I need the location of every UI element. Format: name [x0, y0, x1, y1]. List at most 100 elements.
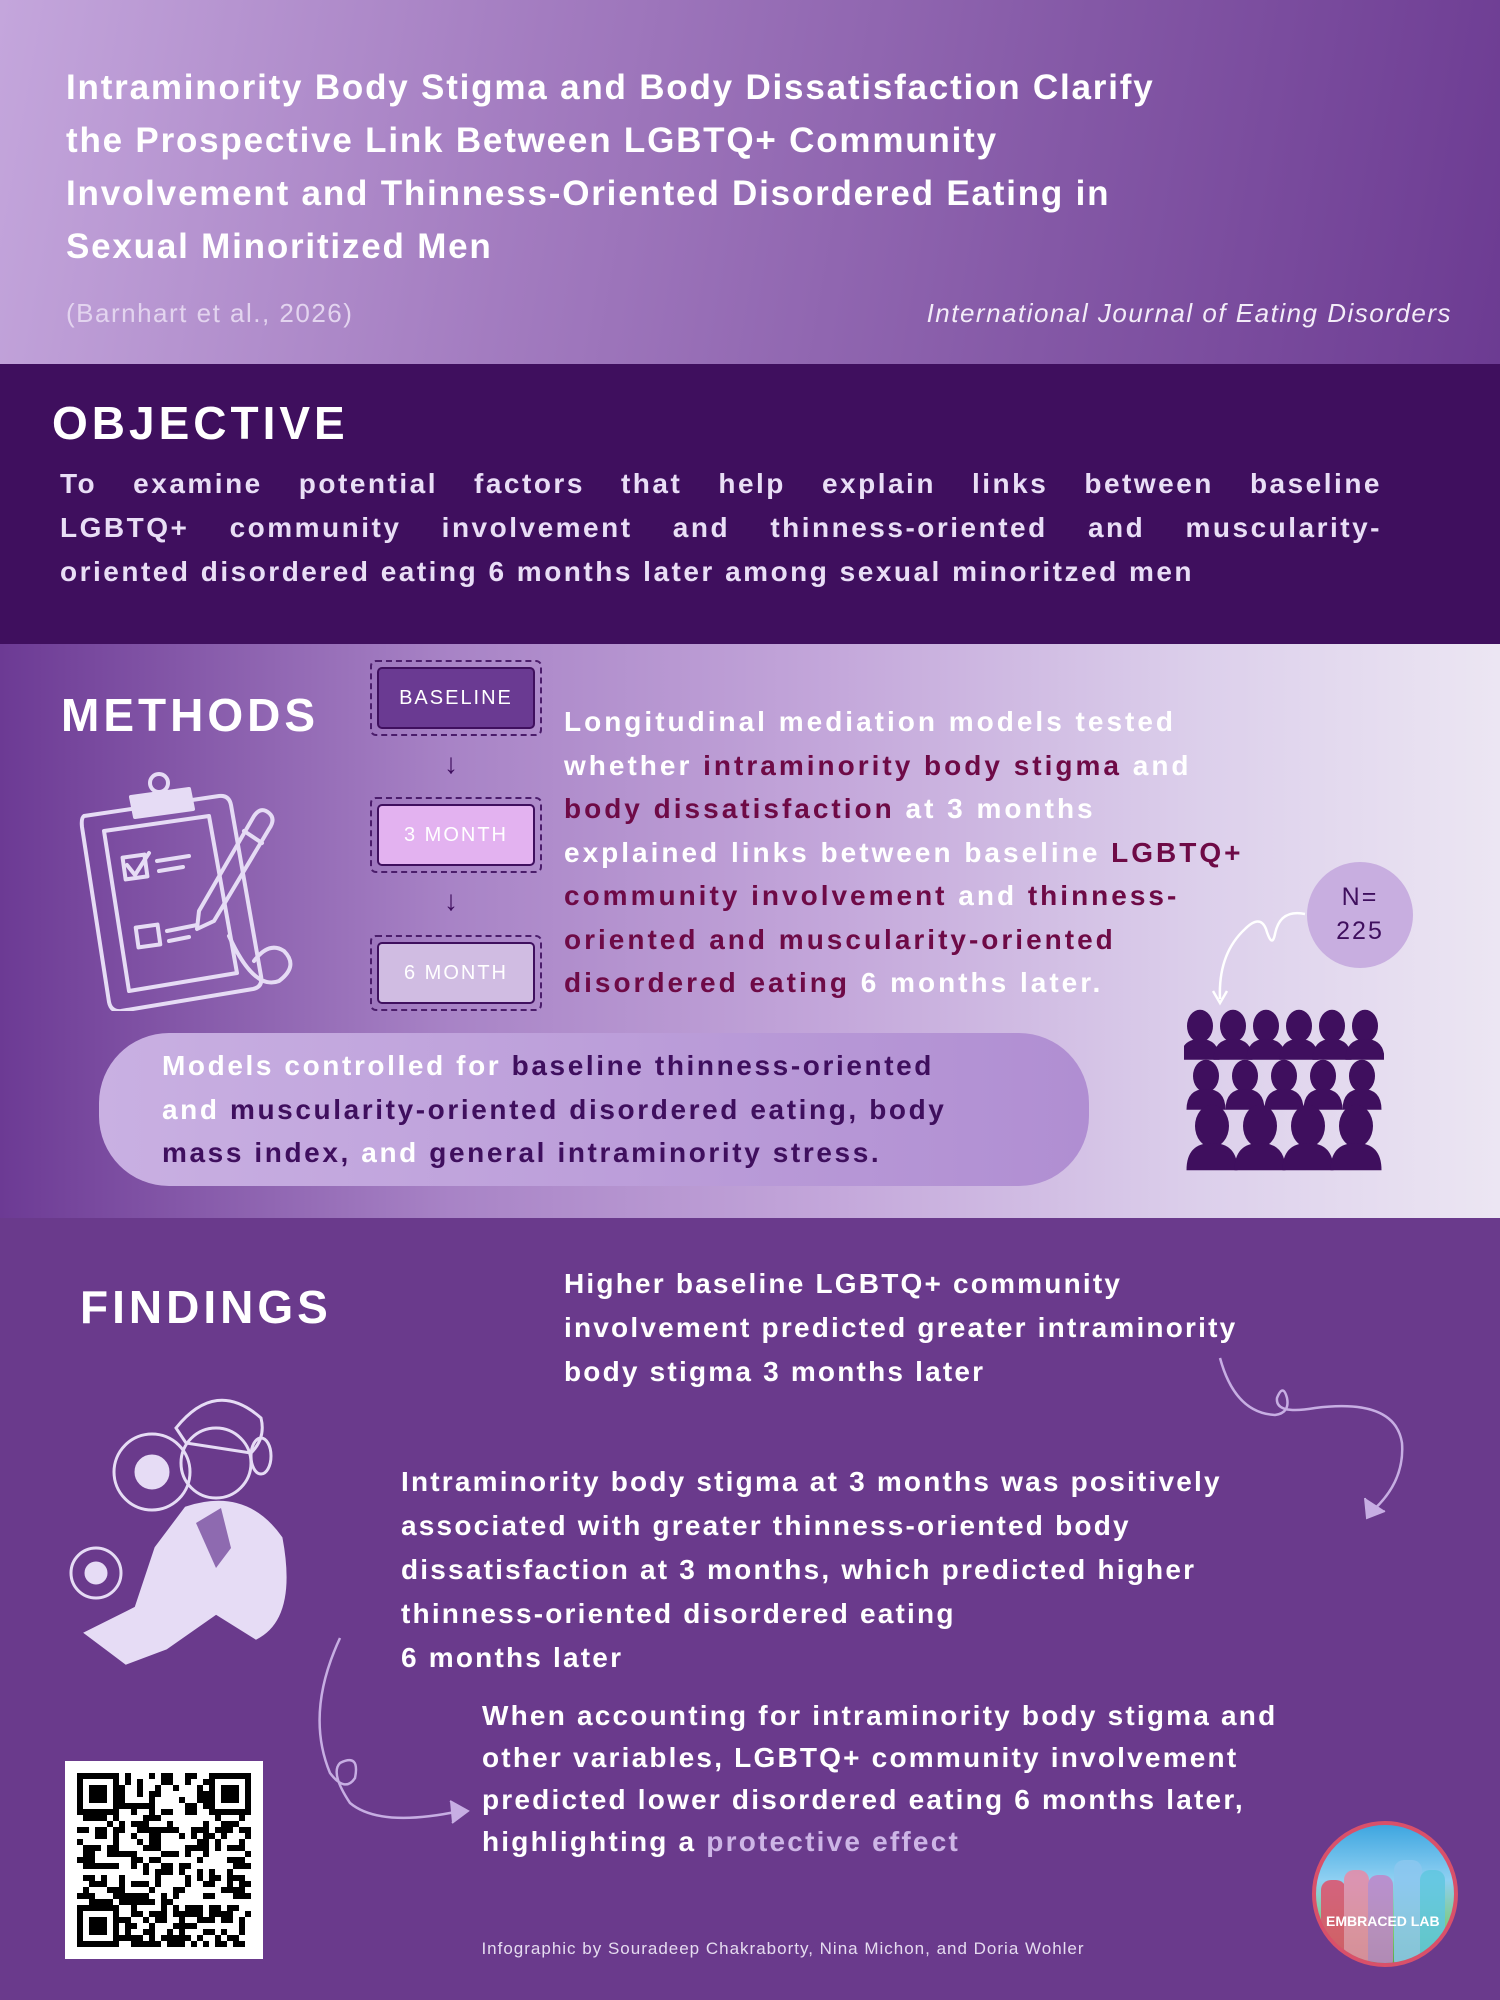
text-segment: Models controlled for — [162, 1050, 512, 1081]
title-line-3: Involvement and Thinness-Oriented Disord… — [66, 174, 1111, 213]
person-icon — [1264, 1059, 1304, 1110]
person-icon — [1186, 1059, 1226, 1110]
text-segment: and — [1121, 749, 1192, 781]
finding-2-line: dissatisfaction at 3 months, which predi… — [401, 1554, 1197, 1585]
finding-2-line: Intraminority body stigma at 3 months wa… — [401, 1466, 1222, 1497]
text-segment: and — [947, 880, 1028, 911]
journal-name: International Journal of Eating Disorder… — [926, 298, 1452, 328]
arrow-down-icon: ↓ — [444, 885, 458, 916]
curved-arrow-icon — [1218, 1357, 1404, 1520]
clipboard-icon — [79, 772, 293, 1011]
sample-size-value: 225 — [1336, 917, 1384, 945]
timeline-baseline-label: BASELINE — [377, 667, 535, 729]
text-segment: months later. — [890, 967, 1104, 998]
objective-heading: OBJECTIVE — [52, 397, 349, 449]
text-segment: Longitudinal mediation models tested — [564, 706, 1177, 737]
person-icon — [1225, 1059, 1265, 1110]
objective-line-2: LGBTQ+ community involvement and thinnes… — [60, 512, 1382, 543]
finding-3-prefix: highlighting a — [482, 1826, 707, 1857]
highlighted-term: body dissatisfaction — [564, 793, 895, 824]
citation: (Barnhart et al., 2026) — [66, 298, 354, 328]
text-segment: and — [361, 1137, 430, 1168]
highlighted-term: community involvement — [564, 880, 948, 911]
highlighted-term: LGBTQ+ — [1111, 836, 1244, 868]
finding-2-line: thinness-oriented disordered eating — [401, 1598, 956, 1629]
title-line-4: Sexual Minoritized Men — [66, 227, 493, 266]
embraced-lab-logo: EMBRACED LAB — [1312, 1821, 1458, 1967]
person-icon — [1184, 1009, 1220, 1060]
header-banner: Intraminority Body Stigma and Body Dissa… — [0, 0, 1500, 364]
qr-code[interactable] — [65, 1761, 263, 1959]
person-icon — [1330, 1104, 1382, 1171]
text-segment: and — [162, 1093, 230, 1125]
finding-2-line: 6 months later — [401, 1642, 624, 1673]
controls-line: Models controlled for baseline thinness-… — [162, 1050, 934, 1082]
controls-line: mass index, and general intraminority st… — [162, 1137, 881, 1169]
sample-size-label: N= — [1341, 883, 1379, 912]
curved-arrow-icon — [318, 1637, 470, 1824]
person-icon — [1186, 1104, 1238, 1171]
controls-note — [99, 1033, 1089, 1186]
finding-3-line: When accounting for intraminority body s… — [482, 1700, 1278, 1731]
finding-2-line: associated with greater thinness-oriente… — [401, 1510, 1131, 1541]
findings-heading: FINDINGS — [80, 1281, 332, 1333]
objective-line-1: To examine potential factors that help e… — [60, 468, 1382, 499]
methods-description-line: whether intraminority body stigma and — [564, 750, 1192, 782]
methods-section: METHODS BASELINE ↓ 3 MONTH ↓ 6 MONTH Lon… — [0, 644, 1500, 1218]
arrow-down-icon: ↓ — [444, 748, 458, 779]
curved-arrow-icon — [1211, 911, 1306, 1006]
people-silhouettes-logo — [1321, 1860, 1445, 1963]
meditating-person-illustration — [69, 1398, 287, 1665]
methods-description-line: oriented and muscularity-oriented — [564, 924, 1116, 956]
methods-description-line: body dissatisfaction at 3 months — [564, 793, 1096, 825]
finding-1-line: Higher baseline LGBTQ+ community — [564, 1268, 1123, 1299]
findings-section: FINDINGS Higher baseline LGBTQ+ communit… — [0, 1218, 1500, 2000]
person-icon — [1342, 1059, 1382, 1110]
title-line-1: Intraminority Body Stigma and Body Dissa… — [66, 68, 1155, 107]
infographic-credit: Infographic by Souradeep Chakraborty, Ni… — [481, 1939, 1085, 1958]
qr-code-pattern — [77, 1773, 251, 1947]
finding-1-line: body stigma 3 months later — [564, 1356, 986, 1387]
timeline-baseline: BASELINE — [370, 660, 542, 736]
finding-3-line: predicted lower disordered eating 6 mont… — [482, 1784, 1245, 1815]
highlighted-term: thinness- — [1027, 880, 1180, 911]
methods-description-line: Longitudinal mediation models tested — [564, 706, 1176, 738]
highlighted-term: baseline thinness-oriented — [511, 1050, 935, 1081]
highlighted-term: intraminority body stigma — [703, 749, 1122, 781]
finding-3-line: highlighting a protective effect — [482, 1826, 960, 1858]
highlighted-term: muscularity-oriented disordered eating, … — [229, 1093, 947, 1125]
methods-description-line: disordered eating 6 months later. — [564, 967, 1103, 999]
timeline-3-month: 3 MONTH — [370, 797, 542, 873]
timeline-6-month: 6 MONTH — [370, 935, 542, 1011]
person-icon — [1282, 1104, 1334, 1171]
highlighted-term: disordered eating — [564, 967, 850, 998]
person-icon — [1345, 1009, 1384, 1060]
person-icon — [1246, 1009, 1286, 1060]
text-segment: whether — [564, 749, 704, 781]
finding-1-line: involvement predicted greater intraminor… — [564, 1312, 1238, 1343]
methods-heading: METHODS — [61, 689, 319, 741]
people-group-icon — [1184, 1009, 1384, 1171]
person-icon — [1234, 1104, 1286, 1171]
highlighted-term: oriented and muscularity-oriented — [564, 923, 1116, 955]
timeline-6-month-label: 6 MONTH — [377, 942, 535, 1004]
title-line-2: the Prospective Link Between LGBTQ+ Comm… — [66, 121, 998, 160]
protective-effect-emphasis: protective effect — [706, 1826, 960, 1857]
text-segment: at 3 months — [894, 793, 1096, 824]
text-segment: 6 — [849, 967, 891, 998]
methods-description-line: explained links between baseline LGBTQ+ — [564, 837, 1244, 869]
person-icon — [1213, 1009, 1253, 1060]
sample-size-badge: N= 225 — [1307, 862, 1413, 968]
objective-line-3: oriented disordered eating 6 months late… — [60, 556, 1195, 587]
highlighted-term: general intraminority stress. — [429, 1137, 882, 1168]
controls-line: and muscularity-oriented disordered eati… — [162, 1094, 946, 1126]
highlighted-term: mass index, — [162, 1137, 362, 1168]
text-segment: explained links between baseline — [564, 836, 1112, 868]
person-icon — [1312, 1009, 1352, 1060]
person-icon — [1303, 1059, 1343, 1110]
timeline-3-month-label: 3 MONTH — [377, 804, 535, 866]
methods-description-line: community involvement and thinness- — [564, 880, 1179, 912]
finding-3-line: other variables, LGBTQ+ community involv… — [482, 1742, 1239, 1773]
logo-text: EMBRACED LAB — [1326, 1913, 1440, 1929]
objective-section: OBJECTIVE To examine potential factors t… — [0, 364, 1500, 644]
